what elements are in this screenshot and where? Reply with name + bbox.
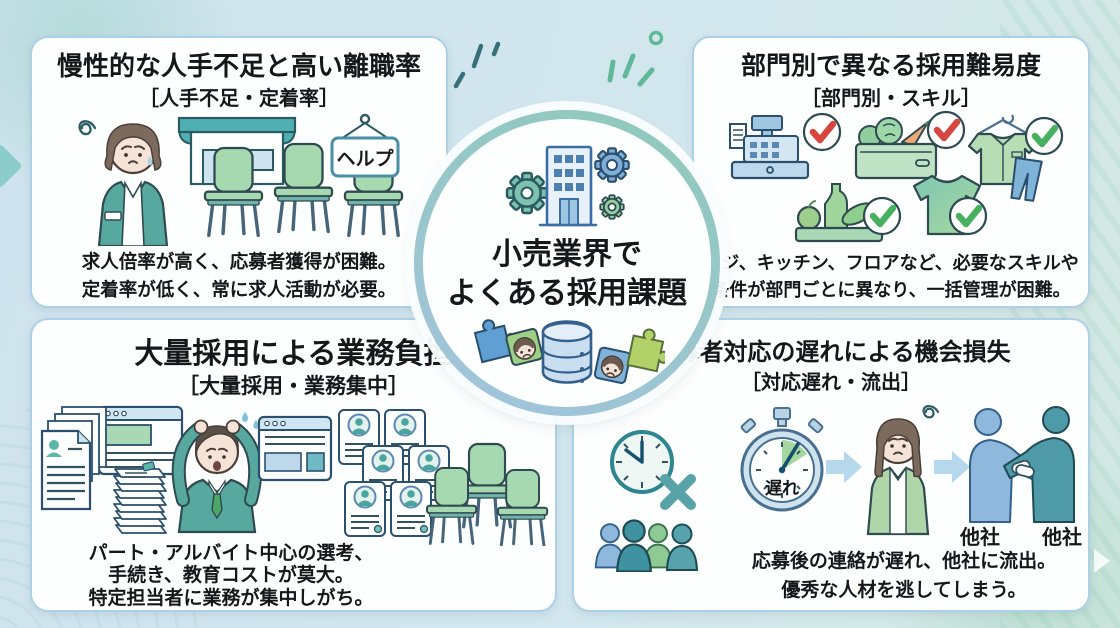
- applicant-group-icon: [594, 519, 698, 572]
- browser-window-icon: [97, 405, 184, 476]
- check-icon-green: [1024, 116, 1064, 156]
- stopwatch-icon: 遅れ: [740, 407, 824, 512]
- puzzle-people-database-icon: [471, 319, 665, 384]
- labor-shortage-illustration: ヘルプ: [78, 113, 404, 246]
- card-title: 慢性的な人手不足と高い離職率: [56, 51, 421, 81]
- competitor-handshake-icon: 他社 他社: [959, 406, 1082, 549]
- card-labor-shortage: 慢性的な人手不足と高い離職率 ［人手不足・定着率］: [30, 36, 448, 308]
- center-circle: 小売業界で よくある採用課題: [414, 110, 720, 416]
- uniform-icon: [967, 114, 1043, 202]
- card-department-difficulty: 部門別で異なる採用難易度 ［部門別・スキル］: [692, 36, 1090, 308]
- waiting-applicant-icon: [866, 405, 940, 536]
- card-tag: ［人手不足・定着率］: [139, 88, 339, 110]
- card-description: レジ、キッチン、フロアなど、必要なスキルや 条件が部門ごとに異なり、一括管理が困…: [703, 253, 1079, 300]
- check-icon-green: [948, 196, 988, 236]
- center-title: 小売業界で よくある採用課題: [447, 238, 687, 310]
- response-delay-illustration: 遅れ 他社: [594, 405, 1082, 572]
- paper-pile-icon: [113, 461, 167, 534]
- card-description: 応募後の連絡が遅れ、他社に流出。 優秀な人材を逃してしまう。: [751, 551, 1057, 601]
- browser-window-icon: [257, 415, 333, 482]
- sparkle-right-icon: [607, 30, 664, 87]
- card-description: 求人倍率が高く、応募者獲得が困難。 定着率が低く、常に求人活動が必要。: [81, 251, 397, 300]
- puzzle-right-icon: [593, 325, 665, 384]
- resume-stack-icon: [40, 406, 107, 511]
- stopwatch-label: 遅れ: [765, 479, 799, 498]
- competitor-label: 他社: [959, 525, 1000, 549]
- help-sign: ヘルプ: [330, 113, 400, 178]
- check-icon-red: [802, 112, 842, 152]
- flow-arrow-icon: [826, 451, 862, 483]
- card-description: パート・アルバイト中心の選考、 手続き、教育コストが莫大。 特定担当者に業務が集…: [88, 543, 374, 609]
- sparkle-left-icon: [453, 41, 501, 89]
- card-tag: ［大量採用・業務集中］: [178, 375, 409, 398]
- right-chevron-icon: [1094, 549, 1110, 573]
- card-tag: ［対応遅れ・流出］: [741, 372, 921, 394]
- database-icon: [541, 320, 593, 384]
- help-sign-label: ヘルプ: [336, 147, 394, 170]
- check-icon-green: [862, 196, 902, 236]
- cash-register-icon: [729, 115, 810, 180]
- check-icon-red: [926, 110, 966, 150]
- department-skills-illustration: [729, 110, 1064, 243]
- produce-crate-icon: [854, 117, 938, 180]
- stressed-manager-icon: [171, 412, 263, 534]
- card-title: 大量採用による業務負担: [134, 338, 453, 370]
- card-title: 応募者対応の遅れによる機会損失: [651, 339, 1011, 366]
- mass-hiring-illustration: [40, 405, 549, 546]
- competitor-label: 他社: [1041, 525, 1082, 549]
- flow-arrow-icon: [934, 451, 970, 483]
- puzzle-left-icon: [471, 319, 544, 366]
- card-title: 部門別で異なる採用難易度: [740, 52, 1041, 80]
- missed-time-icon: [610, 430, 696, 510]
- worried-staff-icon: [78, 120, 169, 246]
- card-tag: ［部門別・スキル］: [801, 88, 981, 110]
- building-gears-icon: [505, 145, 630, 227]
